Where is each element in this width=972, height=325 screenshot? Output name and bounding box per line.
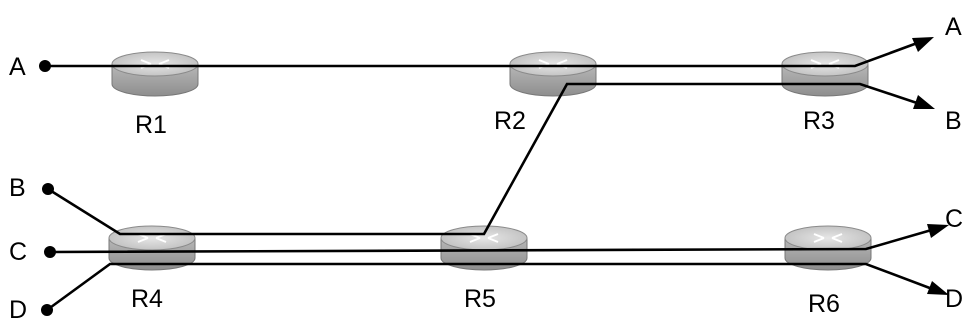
endpoint-label-left-c: C [9,238,27,266]
path-d [46,262,936,312]
endpoint-dot-c [44,246,56,258]
router-label-r4: R4 [131,285,163,313]
arrowhead-d [927,281,949,295]
router-r2 [509,51,597,97]
endpoint-label-right-d: D [945,285,963,313]
endpoint-label-right-c: C [945,205,963,233]
endpoint-label-right-b: B [945,107,962,135]
endpoint-label-left-b: B [9,174,26,202]
endpoint-dot-b [42,183,54,195]
router-label-r6: R6 [808,290,840,318]
arrowhead-b [913,95,935,109]
endpoint-dot-a [39,60,51,72]
endpoint-dot-d [41,304,53,316]
path-b [47,82,921,236]
router-label-r2: R2 [494,107,526,135]
arrowhead-a [912,37,934,52]
endpoint-label-right-a: A [945,13,962,41]
arrowhead-c [927,224,949,238]
router-r3 [781,51,869,97]
path-a [45,40,921,68]
router-label-r3: R3 [803,107,835,135]
path-c [49,227,936,254]
endpoint-label-left-a: A [9,53,26,81]
router-label-r1: R1 [135,111,167,139]
router-r1 [111,51,199,97]
router-label-r5: R5 [464,285,496,313]
endpoint-label-left-d: D [9,296,27,324]
